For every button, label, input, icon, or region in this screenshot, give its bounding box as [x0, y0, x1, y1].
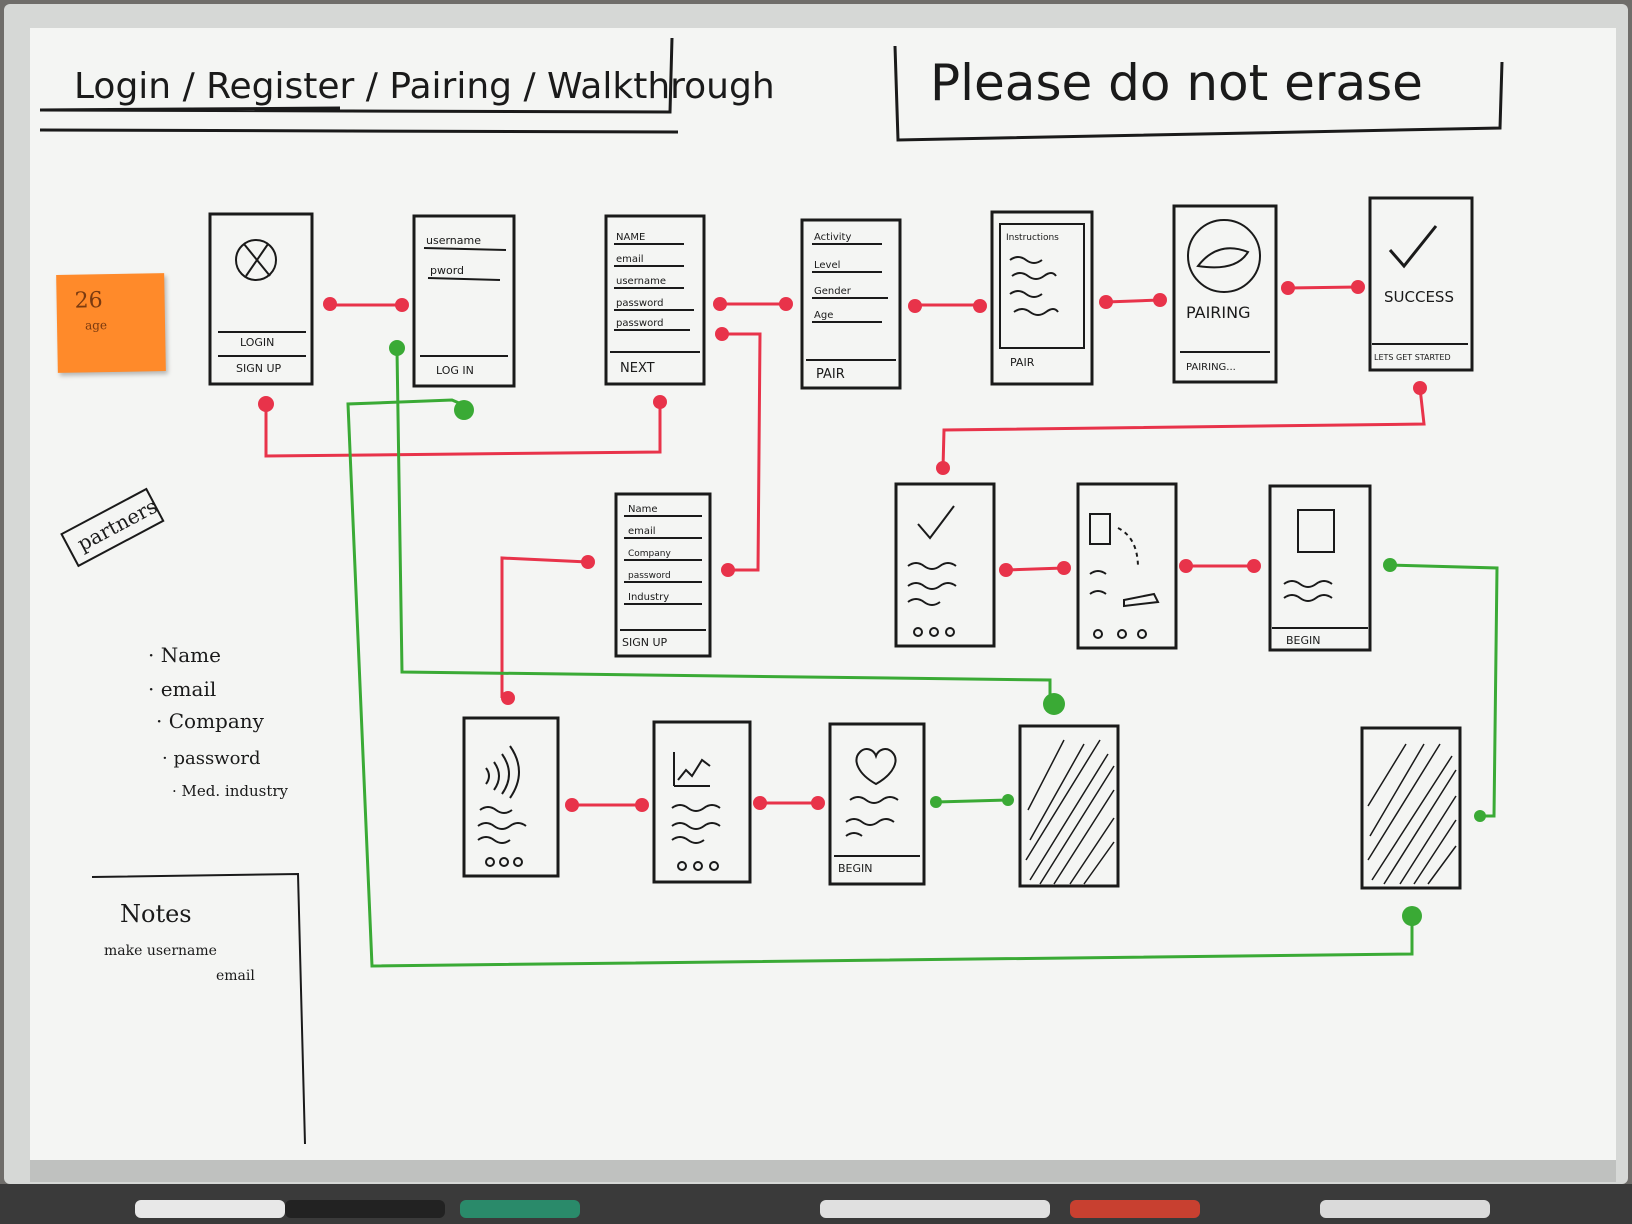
- begin-button[interactable]: BEGIN: [1286, 634, 1321, 647]
- notes-line: make username: [104, 943, 217, 959]
- marker-green-icon: [460, 1200, 580, 1218]
- screen-labels-row2: Name email Company password Industry SIG…: [622, 504, 1321, 649]
- svg-text:username: username: [616, 276, 666, 287]
- list-item: · Company: [156, 709, 265, 733]
- connector-dots: [258, 280, 1486, 926]
- logo-icon: [235, 239, 277, 281]
- screen-labels-row3: BEGIN: [838, 862, 873, 875]
- screen-instructions: [990, 210, 1094, 386]
- sticky-value: 26: [74, 288, 103, 314]
- signup-button[interactable]: SIGN UP: [236, 362, 282, 375]
- svg-text:Level: Level: [814, 260, 840, 271]
- phone-icon: [1089, 513, 1111, 545]
- pair-button[interactable]: PAIR: [1010, 356, 1035, 369]
- checkmark-icon: [1388, 225, 1438, 269]
- list-item: · Med. industry: [172, 782, 289, 800]
- screen-partner-walkthrough-2: [652, 720, 752, 884]
- screen-walkthrough-3: [1268, 484, 1372, 652]
- next-button[interactable]: NEXT: [620, 361, 655, 376]
- checkmark-icon: [917, 505, 955, 540]
- marker-icon: [820, 1200, 1050, 1218]
- screen-pairing: [1172, 204, 1278, 384]
- red-connectors: [264, 285, 1426, 807]
- marker-icon: [285, 1200, 445, 1218]
- image-icon: [1297, 509, 1335, 553]
- svg-text:PAIRING: PAIRING: [1186, 303, 1251, 322]
- notes-line: email: [216, 968, 255, 984]
- svg-text:Gender: Gender: [814, 286, 852, 297]
- sticky-unit: age: [84, 318, 108, 333]
- title-box: Login / Register / Pairing / Walkthrough: [39, 37, 775, 134]
- list-item: · Name: [148, 643, 221, 667]
- banner-box: Please do not erase: [893, 45, 1504, 142]
- svg-text:password: password: [616, 298, 663, 309]
- notes-box: Notes make username email: [91, 872, 306, 1145]
- screen-partner-walkthrough-3: [828, 722, 926, 886]
- svg-text:Age: Age: [814, 310, 833, 321]
- marker-red-icon: [1070, 1200, 1200, 1218]
- svg-text:Industry: Industry: [628, 592, 669, 603]
- screen-walkthrough-2: [1076, 482, 1178, 650]
- screen-walkthrough-1: [894, 482, 996, 648]
- username-field: username: [426, 234, 481, 247]
- chart-icon: [673, 752, 711, 787]
- svg-text:Name: Name: [628, 504, 658, 515]
- screen-success: [1368, 196, 1474, 372]
- signal-icon: [485, 745, 520, 799]
- screen-labels-row1: LOGIN SIGN UP username pword LOG IN NAME…: [236, 232, 1454, 382]
- sticky-note: 26 age: [56, 273, 166, 373]
- screen-placeholder-2: [1360, 726, 1462, 890]
- screen-login: [208, 212, 314, 386]
- password-field: pword: [430, 264, 464, 277]
- svg-text:password: password: [616, 318, 663, 329]
- partners-list: · Name · email · Company · password · Me…: [148, 643, 289, 800]
- svg-text:email: email: [616, 254, 644, 265]
- notes-title: Notes: [120, 900, 192, 928]
- screen-login-form: [412, 214, 516, 388]
- marker-icon: [1320, 1200, 1490, 1218]
- list-item: · password: [162, 748, 261, 769]
- signup-button[interactable]: SIGN UP: [622, 636, 668, 649]
- svg-text:SUCCESS: SUCCESS: [1384, 288, 1454, 306]
- login-button[interactable]: LOG IN: [436, 364, 474, 377]
- pairing-icon: [1187, 219, 1261, 293]
- green-connectors: [346, 349, 1499, 968]
- svg-text:PAIRING...: PAIRING...: [1186, 362, 1236, 373]
- list-item: · email: [148, 677, 216, 701]
- start-button[interactable]: LETS GET STARTED: [1374, 353, 1451, 362]
- banner-text: Please do not erase: [930, 54, 1423, 112]
- svg-text:Activity: Activity: [814, 232, 851, 243]
- svg-text:NAME: NAME: [616, 232, 645, 243]
- svg-text:Company: Company: [628, 549, 671, 559]
- svg-text:Instructions: Instructions: [1006, 233, 1059, 243]
- svg-text:password: password: [628, 571, 671, 581]
- heart-icon: [855, 748, 897, 786]
- marker-black-icon: [135, 1200, 285, 1218]
- pair-button[interactable]: PAIR: [816, 367, 845, 382]
- svg-text:email: email: [628, 526, 656, 537]
- board-title: Login / Register / Pairing / Walkthrough: [74, 66, 775, 107]
- screen-profile: [800, 218, 902, 390]
- login-top-label: LOGIN: [240, 336, 274, 349]
- begin-button[interactable]: BEGIN: [838, 862, 873, 875]
